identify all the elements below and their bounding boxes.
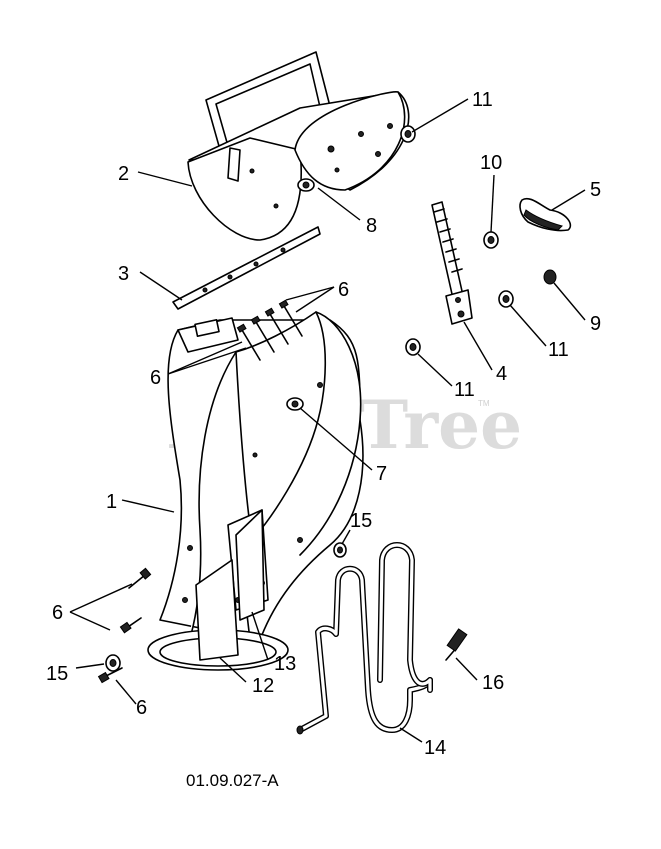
part-10-washer[interactable]	[483, 231, 499, 249]
callout-5: 5	[590, 179, 601, 201]
callout-6-bottom: 6	[136, 697, 147, 719]
part-11-washer-mid[interactable]	[498, 290, 514, 308]
callout-9: 9	[590, 313, 601, 335]
callout-8: 8	[366, 215, 377, 237]
part-4-threaded-rod[interactable]	[431, 201, 473, 325]
part-2-deflector[interactable]	[187, 51, 410, 241]
callout-4: 4	[496, 363, 507, 385]
part-16-spring-pin[interactable]	[445, 628, 468, 661]
callout-7: 7	[376, 463, 387, 485]
part-6-bolt-lower-3[interactable]	[97, 667, 123, 684]
part-6-bolts-upper[interactable]	[236, 299, 303, 361]
part-15-washer-left[interactable]	[105, 654, 121, 672]
part-8-knob[interactable]	[297, 178, 315, 192]
callout-6-upper-right: 6	[338, 279, 349, 301]
callout-1: 1	[106, 491, 117, 513]
figure-reference: 01.09.027-A	[186, 771, 279, 790]
callout-16: 16	[482, 672, 504, 694]
callout-2: 2	[118, 163, 129, 185]
part-12-plate[interactable]	[195, 559, 239, 661]
part-7-knob[interactable]	[286, 397, 304, 411]
leader-lines	[69, 98, 586, 743]
part-5-wing-knob[interactable]	[519, 197, 572, 232]
callout-10: 10	[480, 152, 502, 174]
part-14-bent-rod[interactable]	[296, 542, 433, 735]
watermark-trademark: TM	[478, 399, 490, 408]
part-11-washer-low[interactable]	[405, 338, 421, 356]
part-15-washer-right[interactable]	[333, 542, 347, 558]
part-1-chute[interactable]	[147, 311, 364, 671]
callout-11-mid: 11	[548, 339, 569, 361]
callout-6-upper-left: 6	[150, 367, 161, 389]
part-3-strip[interactable]	[172, 226, 321, 310]
callout-labels: 2 11 8 10 5 3 6 6 9 11 4 11 7 1 15 6 15 …	[46, 89, 601, 759]
part-9-nut[interactable]	[543, 269, 557, 285]
part-6-bolt-lower-2[interactable]	[119, 617, 142, 634]
callout-6-lower-left: 6	[52, 602, 63, 624]
callout-12: 12	[252, 675, 274, 697]
part-6-bolt-lower-1[interactable]	[128, 567, 152, 589]
callout-15-left: 15	[46, 663, 68, 685]
part-13-plate[interactable]	[235, 509, 265, 621]
callout-11-top: 11	[472, 89, 493, 111]
callout-14: 14	[424, 737, 446, 759]
callout-15-right: 15	[350, 510, 372, 532]
callout-3: 3	[118, 263, 129, 285]
part-11-washer-top[interactable]	[400, 125, 416, 143]
callout-13: 13	[274, 653, 296, 675]
callout-11-low: 11	[454, 379, 475, 401]
